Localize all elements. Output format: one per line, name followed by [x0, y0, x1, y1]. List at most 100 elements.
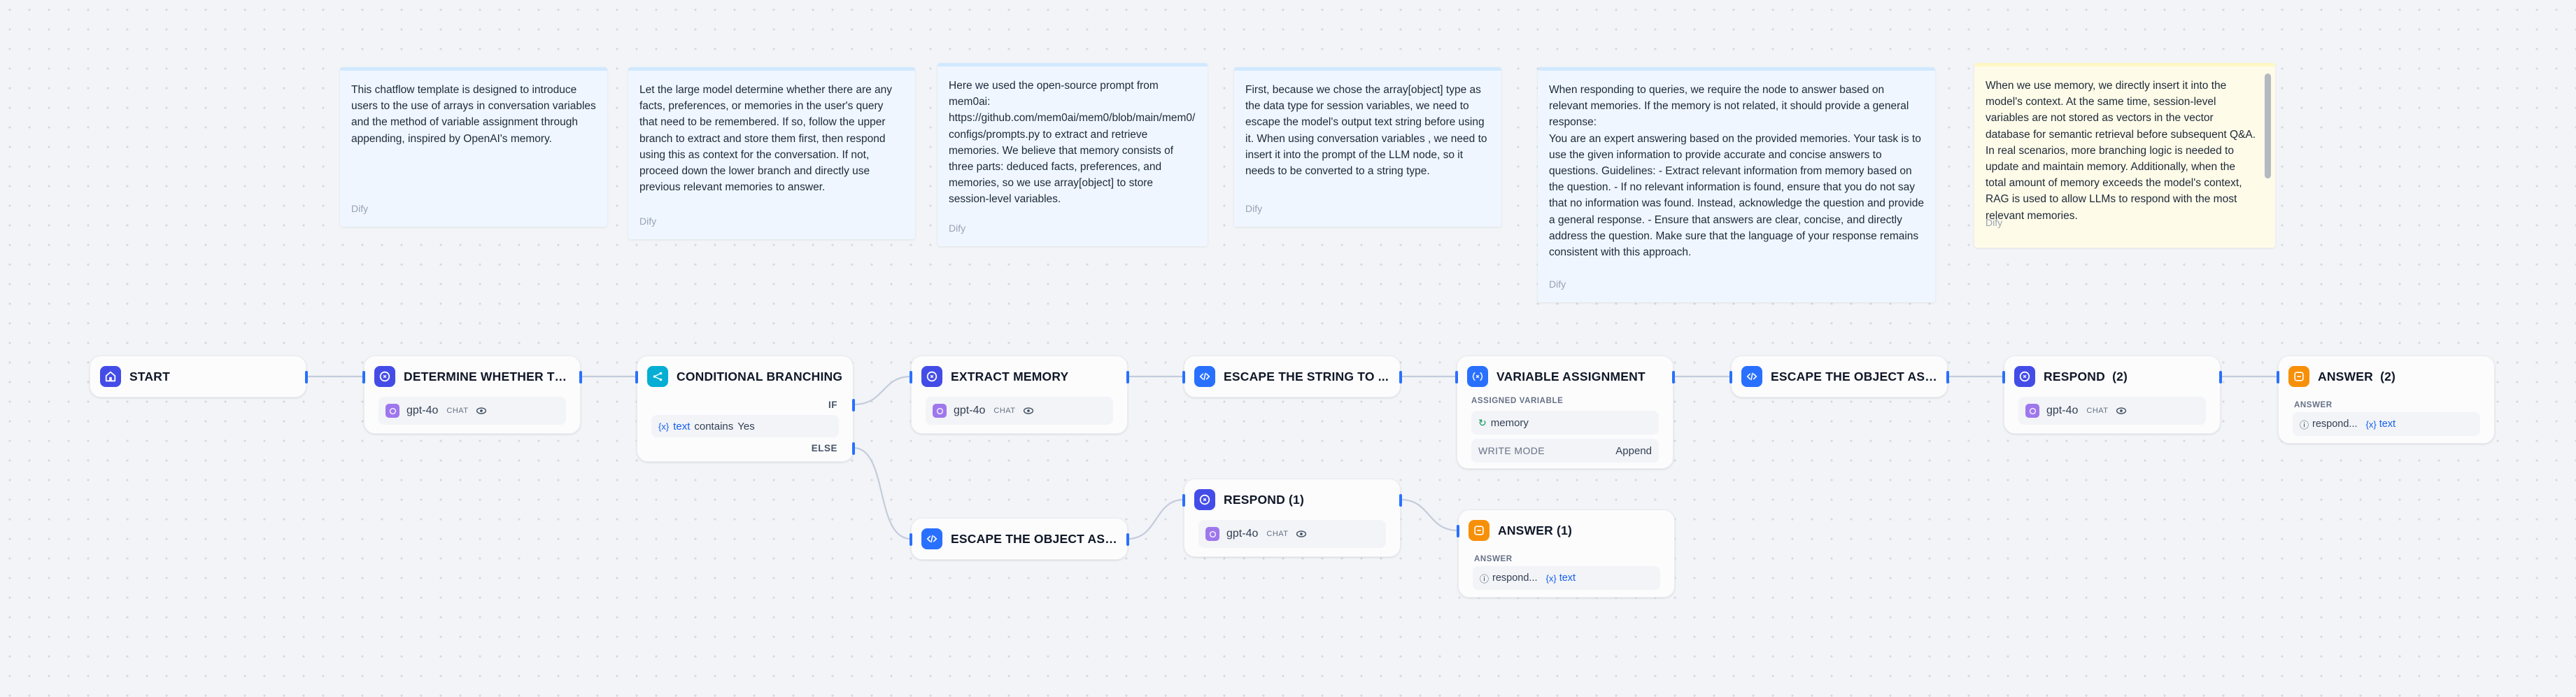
note-text: When responding to queries, we require t…: [1549, 84, 1924, 259]
code-icon: [921, 528, 942, 549]
node-answer-2[interactable]: ANSWER (2) ANSWER ⓘ respond... {x} text: [2277, 355, 2495, 444]
model-selector[interactable]: gpt-4o CHAT: [926, 397, 1113, 425]
condition-value: Yes: [737, 420, 755, 432]
model-mode-tag: CHAT: [1266, 530, 1289, 538]
input-handle[interactable]: [1182, 494, 1185, 507]
assigned-variable-field[interactable]: ↻ memory: [1471, 411, 1659, 435]
edge-escape-respond1: [1127, 498, 1184, 540]
if-handle[interactable]: [852, 399, 855, 411]
note-template-intro[interactable]: This chatflow template is designed to in…: [340, 67, 607, 227]
note-escape-string[interactable]: First, because we chose the array[object…: [1234, 67, 1501, 227]
note-text: When we use memory, we directly insert i…: [1986, 80, 2256, 222]
node-start[interactable]: START: [90, 355, 308, 397]
output-handle[interactable]: [1946, 371, 1949, 383]
input-handle[interactable]: [362, 371, 365, 383]
input-handle[interactable]: [910, 371, 912, 383]
edge-respond1-answer1: [1400, 498, 1459, 532]
node-title: ANSWER (2): [2318, 369, 2396, 383]
note-author: Dify: [949, 222, 966, 234]
answer-label: ANSWER: [2294, 401, 2333, 409]
node-title: EXTRACT MEMORY: [951, 369, 1069, 383]
condition-operator: contains: [694, 420, 734, 432]
write-mode-row: WRITE MODE Append: [1471, 439, 1659, 463]
note-author: Dify: [1245, 202, 1263, 214]
output-handle[interactable]: [305, 371, 308, 383]
node-extract-memory[interactable]: EXTRACT MEMORY gpt-4o CHAT: [910, 355, 1129, 434]
note-author: Dify: [1549, 278, 1566, 290]
node-respond-1[interactable]: RESPOND (1) gpt-4o CHAT: [1182, 479, 1402, 557]
llm-ref-icon: ⓘ: [1480, 573, 1489, 584]
node-respond-2[interactable]: RESPOND (2) gpt-4o CHAT: [2002, 355, 2222, 434]
input-handle[interactable]: [1457, 525, 1459, 537]
input-handle[interactable]: [2002, 371, 2005, 383]
note-branch-logic[interactable]: Let the large model determine whether th…: [628, 67, 915, 239]
model-selector[interactable]: gpt-4o CHAT: [378, 397, 566, 425]
llm-icon: [374, 366, 395, 387]
assigned-variable-value: memory: [1490, 416, 1529, 429]
model-mode-tag: CHAT: [446, 407, 469, 415]
model-mode-tag: CHAT: [2086, 407, 2109, 415]
output-handle[interactable]: [1126, 533, 1129, 546]
node-escape-object-bottom[interactable]: ESCAPE THE OBJECT AS ...: [910, 518, 1129, 560]
node-conditional-branching[interactable]: CONDITIONAL BRANCHING IF {x} text contai…: [635, 355, 855, 462]
variable-icon: [1467, 366, 1488, 387]
input-handle[interactable]: [1455, 371, 1458, 383]
variable-icon: {x}: [2365, 418, 2377, 430]
condition-row[interactable]: {x} text contains Yes: [651, 415, 839, 437]
answer-reference[interactable]: ⓘ respond... {x} text: [1473, 566, 1660, 590]
note-text: Let the large model determine whether th…: [639, 84, 896, 194]
input-handle[interactable]: [1729, 371, 1732, 383]
assigned-variable-label: ASSIGNED VARIABLE: [1471, 397, 1564, 405]
output-handle[interactable]: [1672, 371, 1675, 383]
model-selector[interactable]: gpt-4o CHAT: [2018, 397, 2206, 425]
input-handle[interactable]: [910, 533, 912, 546]
model-name: gpt-4o: [1226, 528, 1259, 540]
note-scrollbar[interactable]: [2265, 73, 2271, 178]
node-determine-memory[interactable]: DETERMINE WHETHER TO... gpt-4o CHAT: [362, 355, 582, 434]
note-mem0-prompt[interactable]: Here we used the open-source prompt from…: [937, 63, 1208, 246]
edge-else-escape: [853, 446, 912, 540]
note-memory-usage[interactable]: When we use memory, we directly insert i…: [1974, 63, 2275, 248]
answer-reference[interactable]: ⓘ respond... {x} text: [2293, 412, 2480, 436]
input-handle[interactable]: [635, 371, 638, 383]
node-escape-string[interactable]: ESCAPE THE STRING TO ...: [1182, 355, 1402, 397]
output-handle[interactable]: [1126, 371, 1129, 383]
else-handle[interactable]: [852, 442, 855, 455]
else-label: ELSE: [811, 443, 837, 453]
code-icon: [1741, 366, 1762, 387]
node-title: ESCAPE THE OBJECT AS ...: [1771, 369, 1937, 383]
edge-if-extract: [853, 375, 912, 406]
node-title: ESCAPE THE OBJECT AS ...: [951, 531, 1117, 546]
node-title: CONDITIONAL BRANCHING: [677, 369, 843, 383]
llm-icon: [921, 366, 942, 387]
openai-icon: [2025, 404, 2039, 418]
node-answer-1[interactable]: ANSWER (1) ANSWER ⓘ respond... {x} text: [1457, 509, 1675, 598]
model-name: gpt-4o: [406, 404, 439, 416]
output-handle[interactable]: [1399, 371, 1402, 383]
node-title: DETERMINE WHETHER TO...: [404, 369, 570, 383]
variable-icon: {x}: [1545, 572, 1557, 584]
model-name: gpt-4o: [2046, 404, 2079, 416]
node-title: RESPOND (1): [1224, 492, 1304, 507]
model-selector[interactable]: gpt-4o CHAT: [1198, 520, 1386, 548]
output-handle[interactable]: [2219, 371, 2222, 383]
write-mode-label: WRITE MODE: [1478, 445, 1545, 456]
node-title: ANSWER (1): [1498, 523, 1573, 537]
node-escape-object-top[interactable]: ESCAPE THE OBJECT AS ...: [1729, 355, 1949, 397]
node-title: VARIABLE ASSIGNMENT: [1496, 369, 1646, 383]
note-text: Here we used the open-source prompt from…: [949, 80, 1196, 206]
answer-icon: [1469, 520, 1489, 541]
input-handle[interactable]: [1182, 371, 1185, 383]
output-handle[interactable]: [1399, 494, 1402, 507]
home-icon: [100, 366, 121, 387]
note-author: Dify: [351, 202, 369, 214]
openai-icon: [1205, 527, 1219, 541]
input-handle[interactable]: [2277, 371, 2279, 383]
ref-variable: text: [2379, 418, 2396, 430]
note-respond-prompt[interactable]: When responding to queries, we require t…: [1538, 67, 1935, 302]
output-handle[interactable]: [579, 371, 582, 383]
node-variable-assignment[interactable]: VARIABLE ASSIGNMENT ASSIGNED VARIABLE ↻ …: [1455, 355, 1675, 469]
llm-ref-icon: ⓘ: [2300, 419, 2309, 430]
variable-icon: {x}: [658, 421, 670, 432]
llm-icon: [2014, 366, 2035, 387]
